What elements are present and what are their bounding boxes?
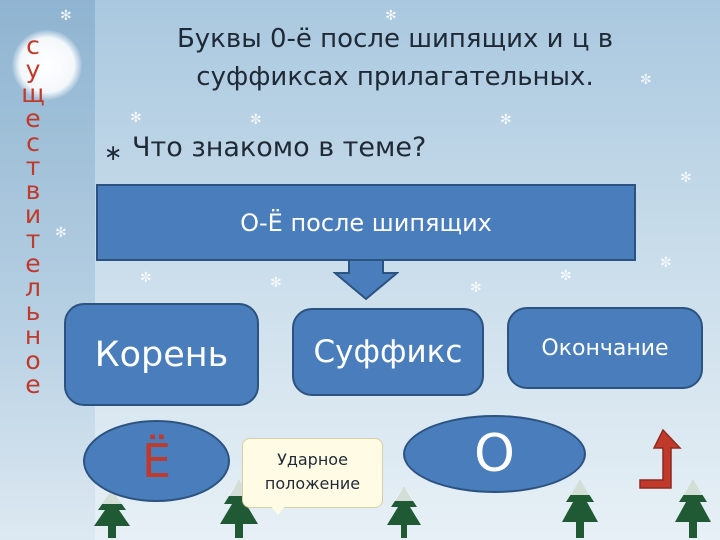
root-box: Корень: [64, 303, 259, 406]
vertical-letter: е: [25, 248, 41, 278]
vertical-letter: щ: [21, 79, 45, 109]
suffix-box: Суффикс: [292, 308, 484, 396]
pine-tree-icon: [94, 490, 130, 538]
vertical-letter: о: [25, 345, 41, 375]
vertical-letter: с: [26, 31, 40, 60]
snowflake-icon: ✻: [60, 8, 72, 24]
ending-box: Окончание: [507, 307, 703, 389]
snowflake-icon: ✻: [55, 225, 67, 241]
title-line-1: Буквы 0-ё после шипящих и ц в: [176, 24, 614, 54]
stress-callout: Ударное положение: [242, 438, 383, 508]
vertical-letter: с: [26, 127, 40, 157]
ellipse-yo-letter: Ё: [141, 434, 172, 488]
callout-line-2: положение: [264, 474, 361, 493]
pine-tree-icon: [675, 480, 711, 538]
question-text: Что знакомо в теме?: [132, 132, 427, 163]
bullet-icon: ∗: [104, 141, 123, 166]
vertical-letter: и: [24, 200, 42, 230]
snowflake-icon: ✻: [470, 280, 482, 296]
vertical-letter: в: [25, 176, 41, 206]
moon-icon: [12, 30, 82, 100]
ending-box-label: Окончание: [541, 335, 669, 361]
snowflake-icon: ✼: [250, 112, 262, 128]
down-arrow-icon: [333, 259, 399, 301]
snowflake-icon: ✼: [660, 255, 672, 271]
snowflake-icon: ✼: [640, 72, 652, 88]
topic-box-label: О-Ё после шипящих: [240, 208, 492, 237]
vertical-word: с у щ е с т в и т е л ь н о е: [18, 31, 48, 399]
pine-tree-icon: [387, 487, 421, 538]
callout-line-1: Ударное: [277, 450, 348, 469]
callout-tail: [270, 505, 286, 515]
vertical-letter: н: [24, 321, 42, 351]
vertical-letter: е: [25, 369, 41, 399]
ellipse-o-letter: О: [474, 424, 515, 484]
slide-title: Буквы 0-ё после шипящих и ц в суффиксах …: [130, 20, 660, 96]
vertical-letter: у: [25, 55, 41, 85]
snowflake-icon: ✻: [270, 275, 282, 291]
snowflake-icon: ✼: [560, 268, 572, 284]
snowflake-icon: ✻: [500, 112, 512, 128]
vertical-letter: л: [25, 273, 41, 303]
suffix-box-label: Суффикс: [313, 334, 463, 370]
corner-arrow-icon: [639, 428, 682, 489]
topic-box: О-Ё после шипящих: [96, 184, 636, 261]
vertical-letter: ь: [25, 297, 41, 327]
title-line-2: суффиксах прилагательных.: [196, 62, 594, 92]
vertical-letter: т: [25, 152, 41, 182]
ellipse-yo: Ё: [83, 420, 230, 502]
vertical-letter: е: [25, 103, 41, 133]
snowflake-icon: ✻: [680, 170, 692, 186]
root-box-label: Корень: [94, 334, 229, 375]
vertical-letter: т: [25, 224, 41, 254]
snowflake-icon: ✻: [130, 110, 142, 126]
pine-tree-icon: [562, 480, 598, 538]
ellipse-o: О: [403, 415, 586, 493]
snowflake-icon: ✼: [140, 270, 152, 286]
snowflake-icon: ✻: [385, 8, 397, 24]
